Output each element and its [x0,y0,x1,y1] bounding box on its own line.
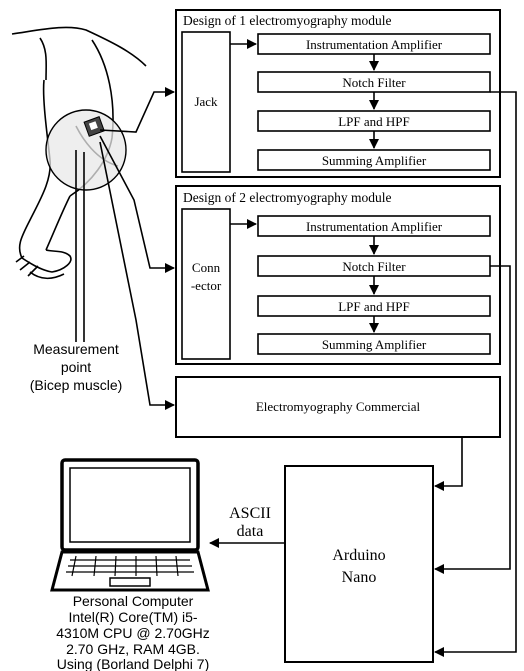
module2-connector [181,208,231,360]
measurement-label-1: Measurement [33,341,119,357]
module1-stage-3-label: LPF and HPF [338,114,410,129]
module2-connector-label-1: Conn [192,260,221,275]
wire-to-module1 [99,87,175,133]
computer-label-3: 4310M CPU @ 2.70GHz [56,625,210,641]
computer-label-1: Personal Computer [73,593,194,609]
computer-label-5: Using (Borland Delphi 7) [57,656,210,671]
arduino-label-2: Nano [342,569,377,586]
module1-stage-1-label: Instrumentation Amplifier [306,37,443,52]
commercial-label: Electromyography Commercial [256,399,421,414]
arduino-label-1: Arduino [332,547,385,564]
module1-jack [181,31,231,173]
module2-stage-2-label: Notch Filter [342,259,406,274]
module2-stage-4-label: Summing Amplifier [322,337,427,352]
link-label-1: ASCII [229,505,271,522]
module2-stage-1-label: Instrumentation Amplifier [306,219,443,234]
module1-stage-4-label: Summing Amplifier [322,153,427,168]
commercial-box [175,376,501,438]
measurement-label-2: point [61,359,91,375]
module1-title: Design of 1 electromyography module [183,13,391,28]
wire-to-commercial [99,141,175,410]
laptop-icon [50,458,210,592]
module1-stage-4 [257,149,491,171]
computer-label-4: 2.70 GHz, RAM 4GB. [66,641,200,657]
module2-to-arduino-line [434,265,511,574]
module1-jack-label: Jack [194,94,218,109]
module2-title: Design of 2 electromyography module [183,190,391,205]
computer-label-2: Intel(R) Core(TM) i5- [68,609,197,625]
wire-to-module2 [99,135,175,273]
measurement-label-3: (Bicep muscle) [30,377,123,393]
module1-stage-2-label: Notch Filter [342,75,406,90]
arduino-box [284,465,434,663]
module2-stage-3-label: LPF and HPF [338,299,410,314]
link-label-2: data [237,523,264,540]
module1-to-arduino-line [434,91,517,657]
module2-connector-label-2: -ector [191,278,222,293]
commercial-to-arduino-line [434,437,463,491]
electrode-icon [83,116,105,137]
module2-stage-4 [257,333,491,355]
